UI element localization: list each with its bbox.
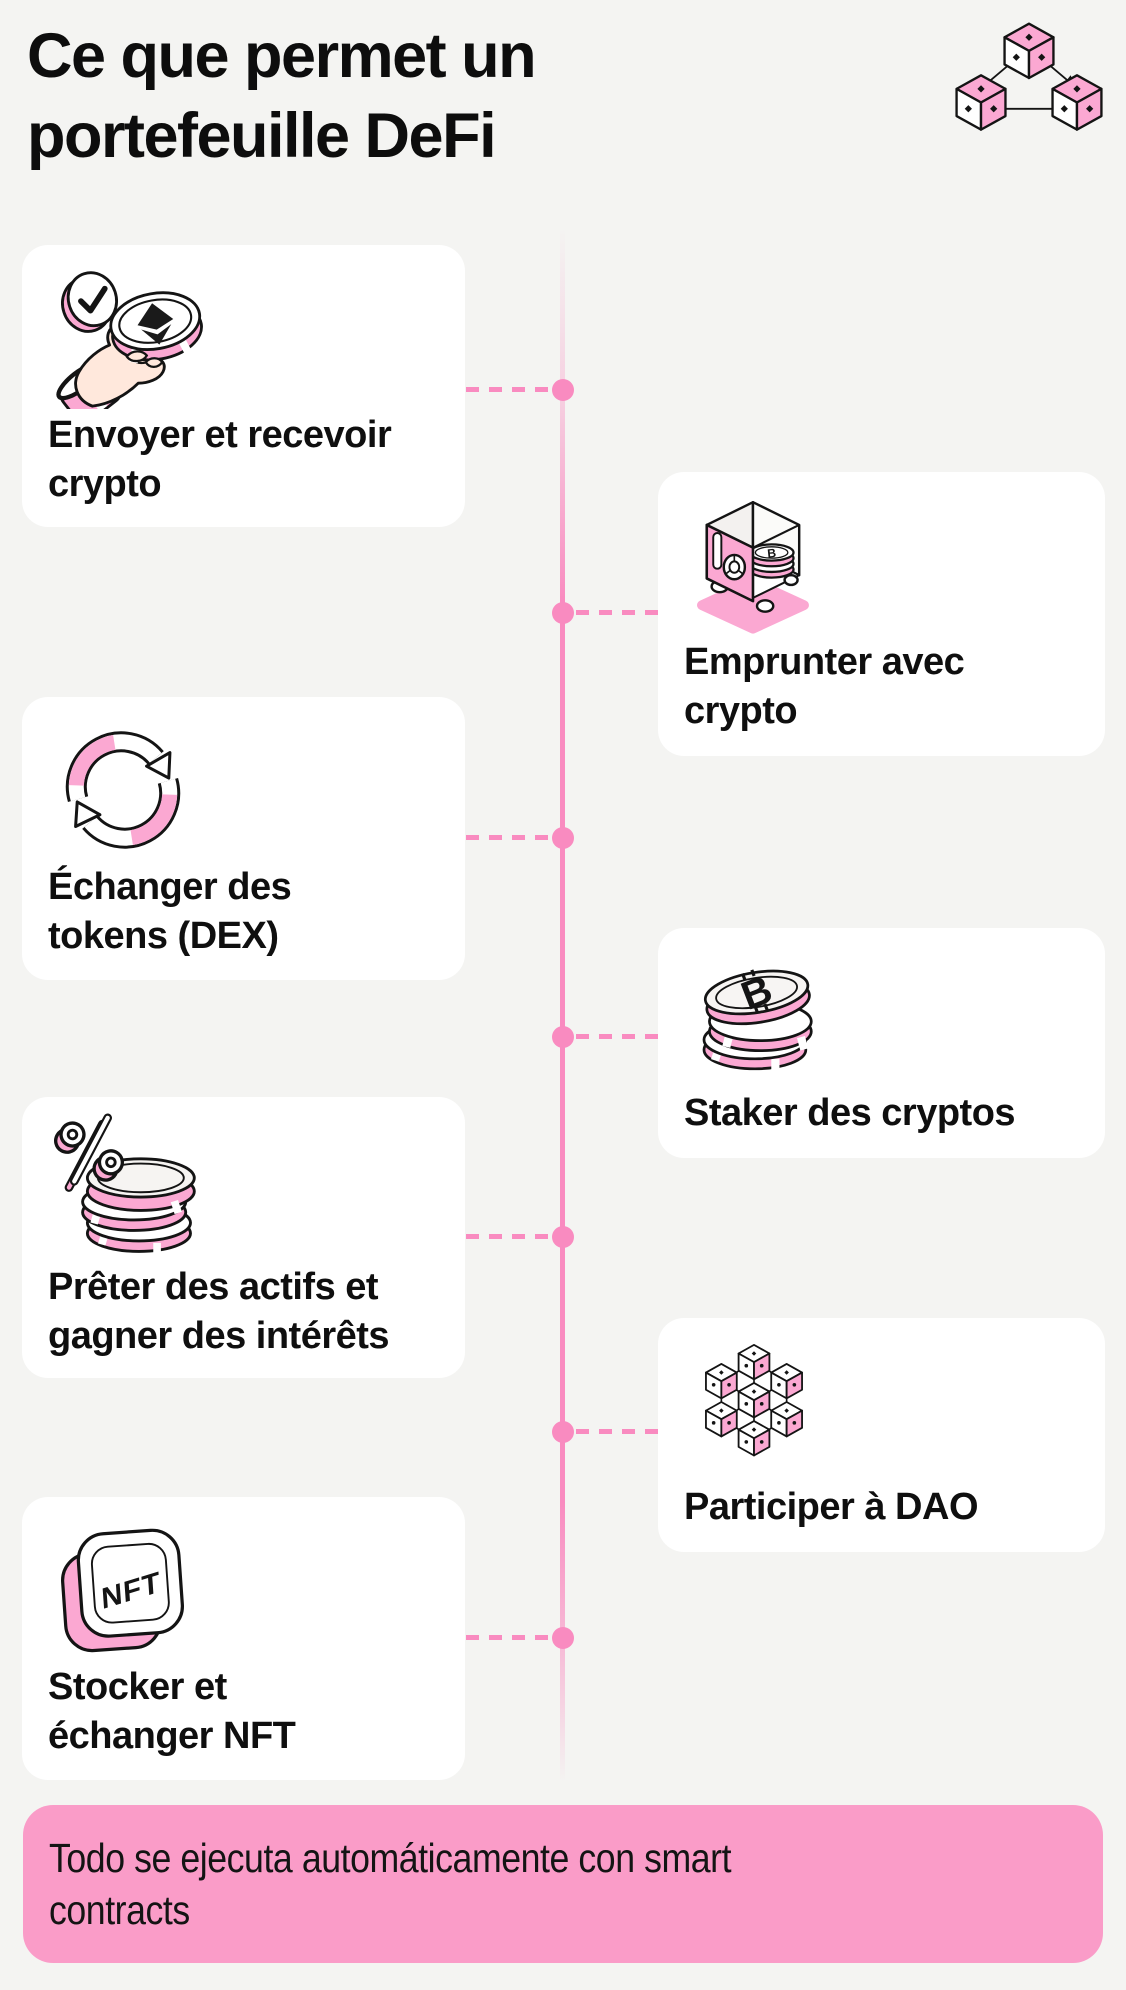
smart-contracts-banner: Todo se ejecuta automáticamente con smar… xyxy=(23,1805,1103,1963)
card-label: Envoyer et recevoir crypto xyxy=(48,414,392,506)
card-dao: Participer à DAO xyxy=(658,1318,1105,1552)
timeline-dot xyxy=(552,1226,574,1248)
card-label: Stocker et échanger NFT xyxy=(48,1666,296,1758)
timeline-dot xyxy=(552,602,574,624)
timeline-connector xyxy=(466,1234,552,1239)
card-label: Emprunter avec crypto xyxy=(684,641,965,733)
card-send-receive-crypto: Envoyer et recevoir crypto xyxy=(22,245,465,527)
card-lend-assets: Prêter des actifs et gagner des intérêts xyxy=(22,1097,465,1378)
banner-text: Todo se ejecuta automáticamente con smar… xyxy=(49,1835,732,1933)
timeline-dot xyxy=(552,379,574,401)
bitcoin-letter: B xyxy=(767,546,777,561)
hand-coin-icon xyxy=(48,261,439,411)
page-title: Ce que permet un portefeuille DeFi xyxy=(27,21,537,171)
card-label: Échanger des tokens (DEX) xyxy=(48,866,292,958)
timeline-line xyxy=(560,228,565,1782)
card-label: Prêter des actifs et gagner des intérêts xyxy=(48,1266,390,1358)
swap-arrows-icon xyxy=(48,713,439,863)
timeline-connector xyxy=(574,1429,658,1434)
timeline-dot xyxy=(552,1627,574,1649)
card-swap-tokens: Échanger des tokens (DEX) xyxy=(22,697,465,980)
timeline-connector xyxy=(466,1635,552,1640)
card-label: Participer à DAO xyxy=(684,1485,979,1528)
timeline-connector xyxy=(574,1034,658,1039)
nft-keycap-icon: NFT xyxy=(48,1513,439,1663)
card-nft: NFT Stocker et échanger NFT xyxy=(22,1497,465,1780)
timeline-dot xyxy=(552,1421,574,1443)
card-stake-crypto: B Staker des cryptos xyxy=(658,928,1105,1158)
percent-coins-icon xyxy=(48,1113,439,1263)
blockchain-cubes-icon xyxy=(943,10,1115,137)
timeline-connector xyxy=(574,610,658,615)
card-label: Staker des cryptos xyxy=(684,1091,1016,1134)
timeline-connector xyxy=(466,387,552,392)
timeline-connector xyxy=(466,835,552,840)
card-borrow-crypto: B Emprunter avec crypto xyxy=(658,472,1105,756)
bitcoin-stack-icon: B xyxy=(684,946,1079,1078)
safe-bitcoin-icon: B xyxy=(684,486,1079,638)
timeline-dot xyxy=(552,1026,574,1048)
timeline-dot xyxy=(552,827,574,849)
cube-network-icon xyxy=(684,1334,1079,1470)
